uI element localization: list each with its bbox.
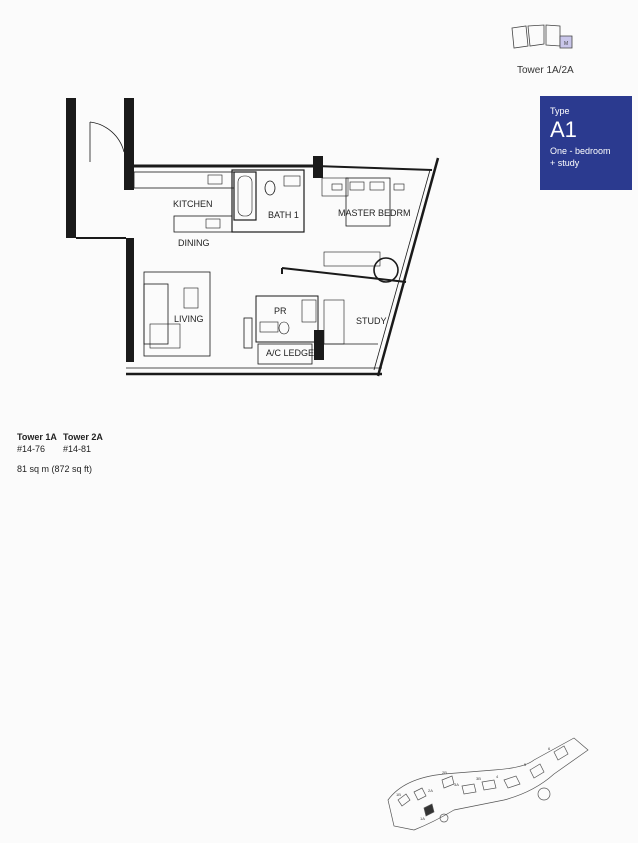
wall: [281, 267, 407, 283]
site-block: [503, 775, 521, 789]
site-tower-label: 4: [496, 774, 499, 779]
unit-number: #14-76: [17, 444, 46, 454]
tower-heading: Tower 1A: [17, 432, 57, 442]
key-plan-label: Tower 1A/2A: [517, 65, 574, 76]
type-description: One - bedroom: [550, 146, 611, 156]
site-tower-label: 1B: [396, 792, 401, 797]
site-block: [529, 763, 545, 779]
bathtub-inner: [237, 175, 253, 217]
basin: [283, 175, 301, 187]
site-block: [413, 787, 427, 801]
site-feature: [537, 787, 551, 801]
wall: [373, 169, 431, 371]
wardrobe: [321, 177, 349, 197]
powder-room: [255, 295, 319, 343]
key-plan-block: [545, 24, 561, 47]
wall: [376, 157, 440, 377]
side-table: [331, 183, 343, 191]
bathroom-wall: [231, 169, 305, 233]
site-tower-label: 3A: [454, 782, 459, 787]
bathtub: [233, 171, 257, 221]
room-label-dining: DINING: [178, 238, 210, 248]
type-description: + study: [550, 158, 580, 168]
pr-toilet: [278, 321, 290, 335]
site-block: [553, 745, 569, 761]
room-label-living: LIVING: [174, 314, 204, 324]
room-label-master-bedroom: MASTER BEDRM: [338, 208, 411, 218]
site-tower-label: 5: [524, 762, 527, 767]
room-label-study: STUDY: [356, 316, 387, 326]
door-frame: [243, 317, 253, 349]
tower-headings: Tower 1A Tower 2A: [17, 432, 109, 442]
pillow: [349, 181, 365, 191]
key-plan-block: [527, 24, 545, 47]
wardrobe: [323, 251, 381, 267]
ac-ledge: [257, 343, 313, 365]
site-tower-label: 2B: [442, 770, 447, 775]
room-label-pr: PR: [274, 306, 287, 316]
key-plan: M: [511, 24, 573, 49]
wall: [66, 98, 76, 238]
room-label-kitchen: KITCHEN: [173, 199, 213, 209]
type-code: A1: [550, 117, 577, 142]
site-block: [461, 783, 477, 795]
study-desk: [323, 299, 345, 345]
coffee-table: [183, 287, 199, 309]
site-outline: [387, 737, 589, 831]
unit-numbers: #14-76 #14-81: [17, 444, 109, 454]
unit-area: 81 sq m (872 sq ft): [17, 464, 93, 474]
site-block: [481, 779, 497, 791]
wall: [314, 165, 433, 171]
door-swing: [89, 121, 125, 153]
type-label: Type: [550, 106, 570, 116]
site-tower-label: 3B: [476, 776, 481, 781]
unit-info: Tower 1A Tower 2A #14-76 #14-81 81 sq m …: [17, 432, 109, 474]
kitchen-counter: [133, 171, 235, 189]
tower-heading: Tower 2A: [63, 432, 103, 442]
site-block-highlight: [423, 803, 435, 817]
shower: [301, 299, 317, 323]
unit-type-box: Type A1 One - bedroom + study: [540, 96, 632, 190]
kitchen-sink: [207, 174, 223, 185]
dining-counter: [173, 215, 233, 233]
key-plan-block: [511, 25, 529, 49]
site-plan: 1B 1A 2A 2B 3A 3B 4 5 6: [387, 737, 589, 831]
pillow: [369, 181, 385, 191]
toilet: [264, 180, 276, 196]
hob: [205, 218, 221, 229]
site-tower-label: 1A: [420, 816, 425, 821]
unit-number: #14-81: [63, 444, 92, 454]
floor-plan: KITCHEN DINING BATH 1 MASTER BEDRM LIVIN…: [66, 98, 440, 377]
site-block: [397, 793, 411, 807]
site-tower-label: 2A: [428, 788, 433, 793]
wall: [313, 156, 323, 178]
side-table: [393, 183, 405, 191]
room-label-ac-ledge: A/C LEDGE: [266, 348, 314, 358]
key-plan-marker: M: [564, 41, 568, 47]
room-label-bath1: BATH 1: [268, 210, 299, 220]
wall: [314, 330, 324, 360]
wall: [124, 98, 134, 190]
column: [373, 257, 399, 283]
site-block: [441, 775, 455, 789]
wall: [126, 238, 134, 362]
pr-basin: [259, 321, 279, 333]
site-tower-label: 6: [548, 746, 551, 751]
sofa: [143, 283, 169, 345]
armchair: [149, 323, 181, 349]
key-plan-highlight-unit: [559, 35, 573, 49]
site-feature: [439, 813, 449, 823]
bed: [345, 177, 391, 227]
